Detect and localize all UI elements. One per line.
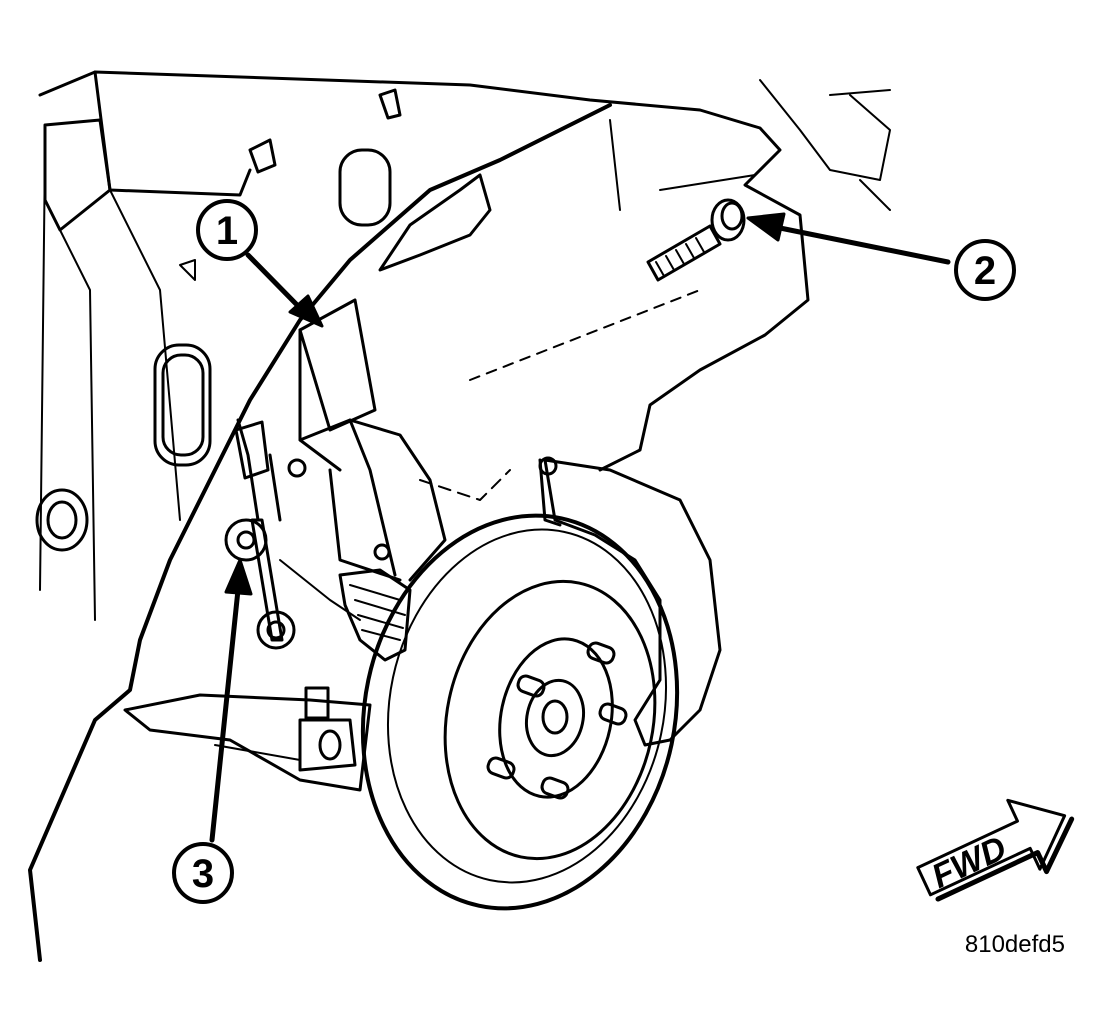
strut-assembly xyxy=(234,298,511,582)
callout-1: 1 xyxy=(196,199,258,261)
figure-id: 810defd5 xyxy=(964,931,1065,958)
wheel-studs xyxy=(486,641,628,800)
callout-1-label: 1 xyxy=(216,209,238,253)
leader-arrow-1 xyxy=(245,252,324,328)
callout-2-label: 2 xyxy=(974,249,996,293)
steering-boot xyxy=(279,559,412,662)
leader-arrow-3 xyxy=(209,558,253,843)
callout-3: 3 xyxy=(172,842,234,904)
body-panel xyxy=(28,70,891,962)
brake-rotor xyxy=(360,513,680,911)
stabilizer-link xyxy=(224,418,296,650)
callout-2: 2 xyxy=(954,239,1016,301)
lower-control-arm xyxy=(123,686,372,792)
callout-3-label: 3 xyxy=(192,852,214,896)
fwd-arrow: FWD xyxy=(916,798,1075,902)
leader-arrow-2 xyxy=(746,212,951,265)
strut-bolt xyxy=(646,198,746,282)
brake-caliper xyxy=(538,456,722,747)
